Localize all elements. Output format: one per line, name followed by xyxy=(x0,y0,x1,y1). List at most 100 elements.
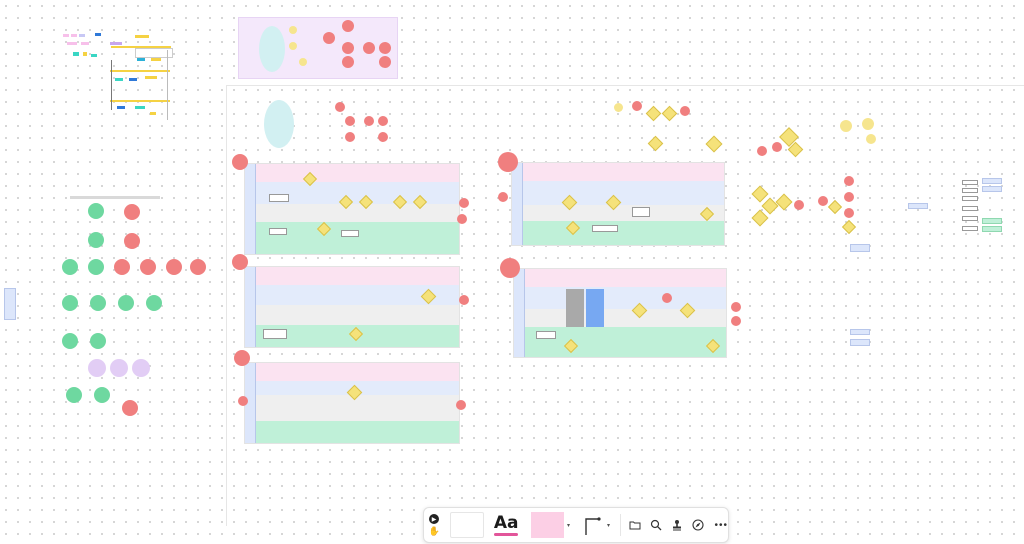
process-note[interactable] xyxy=(536,331,556,339)
process-note[interactable] xyxy=(269,194,289,202)
mini-sticky[interactable] xyxy=(110,100,170,102)
swimlane-board-2[interactable] xyxy=(244,266,460,348)
flow-node[interactable] xyxy=(500,258,520,278)
flow-node[interactable] xyxy=(110,359,128,377)
flow-node[interactable] xyxy=(124,233,140,249)
flow-node[interactable] xyxy=(794,200,804,210)
flow-node[interactable] xyxy=(456,400,466,410)
mini-sticky[interactable] xyxy=(110,42,122,45)
process-note[interactable] xyxy=(341,230,359,237)
flow-node[interactable] xyxy=(364,116,374,126)
flow-node[interactable] xyxy=(62,333,78,349)
mini-sticky[interactable] xyxy=(129,78,137,81)
flow-node[interactable] xyxy=(232,154,248,170)
info-card[interactable] xyxy=(850,339,870,346)
process-note[interactable] xyxy=(632,207,650,217)
text-tool-button[interactable]: Aa xyxy=(492,512,521,538)
flow-node[interactable] xyxy=(632,101,642,111)
flow-node[interactable] xyxy=(90,295,106,311)
flow-node[interactable] xyxy=(614,103,623,112)
swimlane-board-5[interactable] xyxy=(513,268,727,358)
flow-node[interactable] xyxy=(238,396,248,406)
flow-node[interactable] xyxy=(342,56,354,68)
shape-tool-preview[interactable] xyxy=(450,512,484,538)
tree-leaf-blue[interactable] xyxy=(982,178,1002,184)
swimlane-board-3[interactable] xyxy=(244,362,460,444)
tree-leaf[interactable] xyxy=(962,226,978,231)
flow-node[interactable] xyxy=(118,295,134,311)
mini-sticky[interactable] xyxy=(81,42,89,45)
mini-sticky[interactable] xyxy=(91,54,97,57)
tree-leaf[interactable] xyxy=(962,216,978,221)
tree-leaf[interactable] xyxy=(962,196,978,201)
flow-node[interactable] xyxy=(457,214,467,224)
tree-leaf[interactable] xyxy=(962,180,978,185)
flow-node[interactable] xyxy=(232,254,248,270)
tree-leaf-green[interactable] xyxy=(982,218,1002,224)
flow-node[interactable] xyxy=(379,42,391,54)
info-card[interactable] xyxy=(850,329,870,335)
flow-node[interactable] xyxy=(378,116,388,126)
mini-sticky[interactable] xyxy=(71,34,77,37)
flow-node[interactable] xyxy=(840,120,852,132)
mini-sticky[interactable] xyxy=(135,106,145,109)
flow-node[interactable] xyxy=(772,142,782,152)
mini-sticky[interactable] xyxy=(79,34,85,37)
compass-icon[interactable] xyxy=(692,518,705,532)
sticky-note-tool[interactable] xyxy=(530,512,565,538)
flow-node[interactable] xyxy=(114,259,130,275)
flow-node[interactable] xyxy=(498,152,518,172)
flow-node[interactable] xyxy=(124,204,140,220)
mini-sticky[interactable] xyxy=(135,48,173,58)
mini-sticky[interactable] xyxy=(83,52,87,56)
flow-node[interactable] xyxy=(378,132,388,142)
tree-leaf-blue[interactable] xyxy=(982,186,1002,192)
stamp-icon[interactable] xyxy=(671,518,684,532)
tree-leaf-green[interactable] xyxy=(982,226,1002,232)
flow-node[interactable] xyxy=(342,20,354,32)
flow-node[interactable] xyxy=(234,350,250,366)
mini-sticky[interactable] xyxy=(63,34,69,37)
mini-sticky[interactable] xyxy=(95,33,101,36)
flow-node[interactable] xyxy=(88,359,106,377)
mini-sticky[interactable] xyxy=(151,58,161,61)
flow-node[interactable] xyxy=(844,176,854,186)
flow-node[interactable] xyxy=(844,192,854,202)
flow-node[interactable] xyxy=(662,293,672,303)
flow-node[interactable] xyxy=(289,42,297,50)
mini-sticky[interactable] xyxy=(135,35,149,38)
flow-node[interactable] xyxy=(498,192,508,202)
process-note[interactable] xyxy=(269,228,287,235)
folder-icon[interactable] xyxy=(629,518,642,532)
connector-tool[interactable] xyxy=(582,513,604,537)
flow-node[interactable] xyxy=(818,196,828,206)
flow-node[interactable] xyxy=(866,134,876,144)
flow-node[interactable] xyxy=(844,208,854,218)
flow-node[interactable] xyxy=(680,106,690,116)
flow-node[interactable] xyxy=(146,295,162,311)
flow-node[interactable] xyxy=(345,116,355,126)
flow-node[interactable] xyxy=(132,359,150,377)
flow-node[interactable] xyxy=(459,198,469,208)
flow-node[interactable] xyxy=(90,333,106,349)
flow-node[interactable] xyxy=(379,56,391,68)
tree-leaf[interactable] xyxy=(962,206,978,211)
mini-sticky[interactable] xyxy=(137,58,145,61)
mini-sticky[interactable] xyxy=(117,106,125,109)
flow-node[interactable] xyxy=(88,232,104,248)
mini-sticky[interactable] xyxy=(73,52,79,56)
process-note[interactable] xyxy=(592,225,618,232)
flow-node[interactable] xyxy=(363,42,375,54)
chevron-down-icon[interactable]: ▾ xyxy=(607,522,611,529)
flow-node[interactable] xyxy=(88,203,104,219)
flow-node[interactable] xyxy=(88,259,104,275)
mini-sticky[interactable] xyxy=(145,76,157,79)
flow-node[interactable] xyxy=(323,32,335,44)
swimlane-board-4[interactable] xyxy=(511,162,725,246)
mini-sticky[interactable] xyxy=(111,46,171,48)
side-card[interactable] xyxy=(4,288,16,320)
flow-node[interactable] xyxy=(140,259,156,275)
hand-icon[interactable]: ✋ xyxy=(428,526,440,536)
flow-node[interactable] xyxy=(345,132,355,142)
flow-node[interactable] xyxy=(62,295,78,311)
